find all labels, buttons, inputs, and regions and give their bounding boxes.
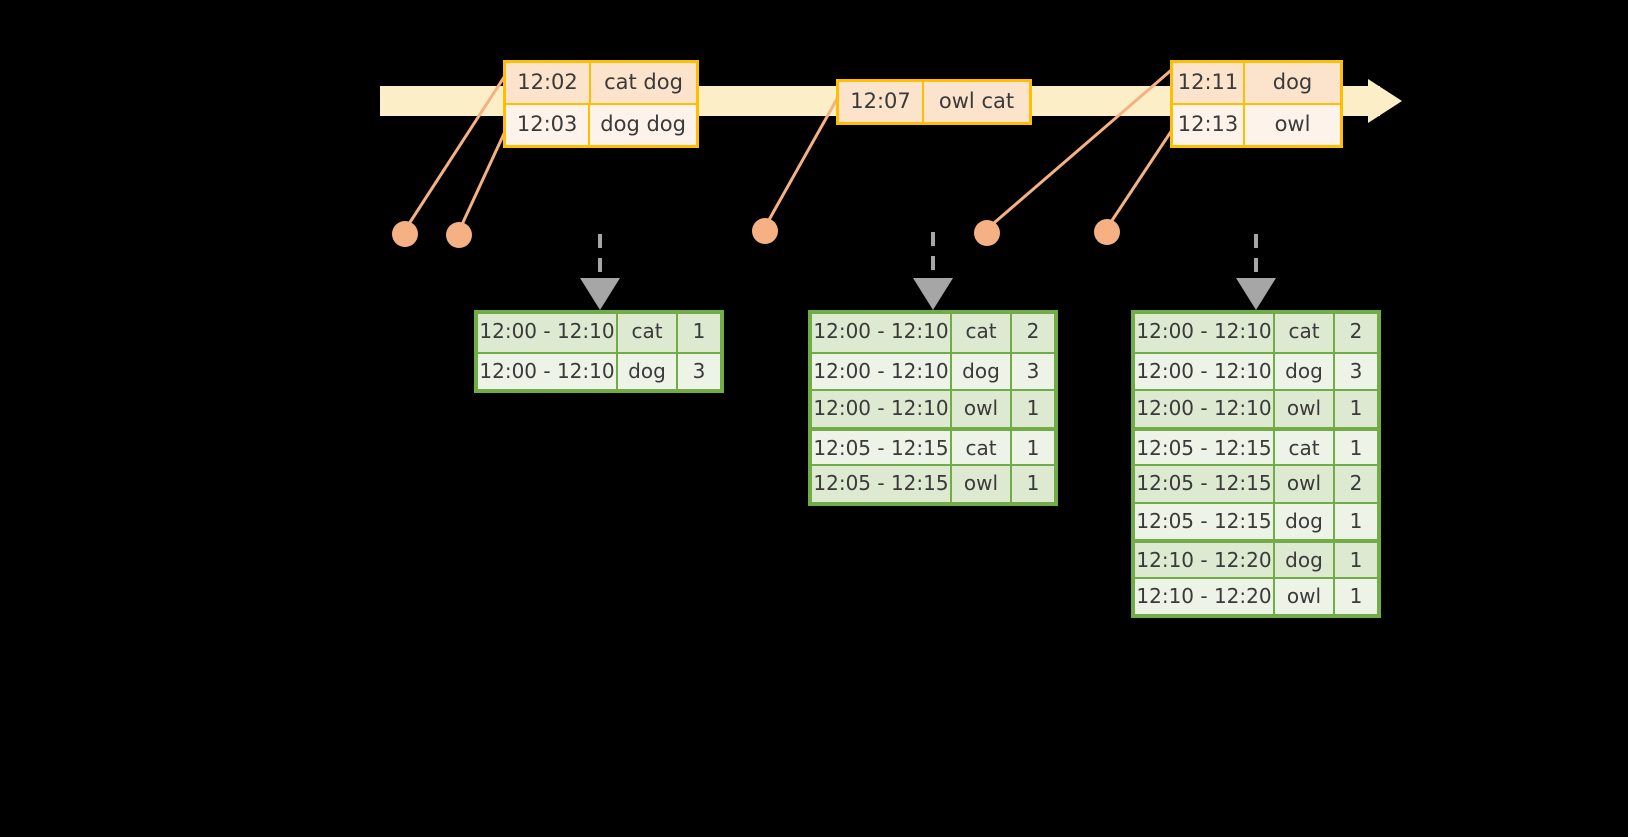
word-cell: dog (618, 353, 678, 389)
dashed-arrow-group (580, 232, 1276, 310)
count-cell: 1 (1349, 548, 1363, 572)
window-cell: 12:10 - 12:20 (1135, 578, 1275, 614)
event-words: dog dog (600, 112, 686, 136)
dot-5 (1094, 219, 1120, 245)
word-cell: owl (1275, 391, 1335, 427)
event-words: owl (1274, 112, 1311, 136)
event-row: 12:11 dog (1173, 63, 1340, 103)
event-box-3[interactable]: 12:11 dog 12:13 owl (1170, 60, 1343, 148)
dot-2 (446, 222, 472, 248)
word-cell: owl (1275, 466, 1335, 502)
event-words: dog (1272, 70, 1313, 94)
window-cell: 12:00 - 12:10 (1135, 314, 1275, 352)
event-words: owl cat (938, 89, 1015, 113)
window-cell: 12:00 - 12:10 (1135, 391, 1275, 427)
word-cell: dog (1275, 503, 1335, 539)
count-cell: 3 (692, 358, 706, 383)
window-cell: 12:00 - 12:10 (478, 353, 618, 389)
event-row: 12:07 owl cat (839, 82, 1029, 122)
connector-line-2 (457, 124, 510, 232)
event-time: 12:03 (506, 105, 591, 145)
event-time: 12:02 (506, 63, 591, 103)
word-cell: owl (952, 391, 1012, 427)
event-box-2[interactable]: 12:07 owl cat (836, 79, 1032, 125)
word-cell: dog (952, 353, 1012, 389)
event-words: cat dog (604, 70, 683, 94)
event-box-1[interactable]: 12:02 cat dog 12:03 dog dog (503, 60, 699, 148)
count-cell: 1 (1026, 435, 1040, 460)
word-cell: cat (952, 430, 1012, 464)
word-cell: dog (1275, 543, 1335, 577)
count-cell: 3 (1026, 358, 1040, 383)
word-cell: cat (618, 314, 678, 352)
window-cell: 12:00 - 12:10 (812, 353, 952, 389)
connector-group (403, 64, 1178, 232)
dot-4 (974, 220, 1000, 246)
window-cell: 12:05 - 12:15 (812, 466, 952, 502)
count-cell: 1 (1026, 471, 1040, 495)
word-cell: owl (1275, 578, 1335, 614)
word-cell: dog (1275, 353, 1335, 389)
word-cell: cat (1275, 430, 1335, 464)
window-cell: 12:00 - 12:10 (1135, 353, 1275, 389)
window-cell: 12:05 - 12:15 (1135, 430, 1275, 464)
count-cell: 1 (1026, 396, 1040, 420)
count-cell: 1 (1349, 508, 1363, 533)
window-cell: 12:10 - 12:20 (1135, 543, 1275, 577)
connector-line-3 (763, 89, 844, 228)
dot-3 (752, 218, 778, 244)
event-time: 12:13 (1173, 105, 1245, 145)
timeline-arrowhead-icon (1368, 79, 1402, 123)
window-cell: 12:05 - 12:15 (812, 430, 952, 464)
count-cell: 1 (1349, 396, 1363, 420)
event-time: 12:11 (1173, 63, 1245, 103)
word-cell: cat (952, 314, 1012, 352)
connector-line-5 (1105, 123, 1178, 229)
count-cell: 3 (1349, 358, 1363, 383)
count-cell: 2 (1349, 471, 1363, 495)
dot-1 (392, 221, 418, 247)
count-cell: 2 (1349, 319, 1363, 343)
count-cell: 1 (1349, 435, 1363, 460)
word-cell: cat (1275, 314, 1335, 352)
connector-line-1 (403, 67, 512, 231)
window-cell: 12:00 - 12:10 (812, 391, 952, 427)
count-cell: 2 (1026, 319, 1040, 343)
connector-line-4 (986, 64, 1177, 231)
count-cell: 1 (692, 319, 706, 343)
event-row: 12:02 cat dog (506, 63, 696, 103)
word-cell: owl (952, 466, 1012, 502)
event-row: 12:13 owl (1173, 103, 1340, 145)
count-cell: 1 (1349, 583, 1363, 608)
window-cell: 12:00 - 12:10 (478, 314, 618, 352)
window-cell: 12:05 - 12:15 (1135, 503, 1275, 539)
window-cell: 12:05 - 12:15 (1135, 466, 1275, 502)
window-cell: 12:00 - 12:10 (812, 314, 952, 352)
event-time: 12:07 (839, 82, 924, 122)
event-row: 12:03 dog dog (506, 103, 696, 145)
